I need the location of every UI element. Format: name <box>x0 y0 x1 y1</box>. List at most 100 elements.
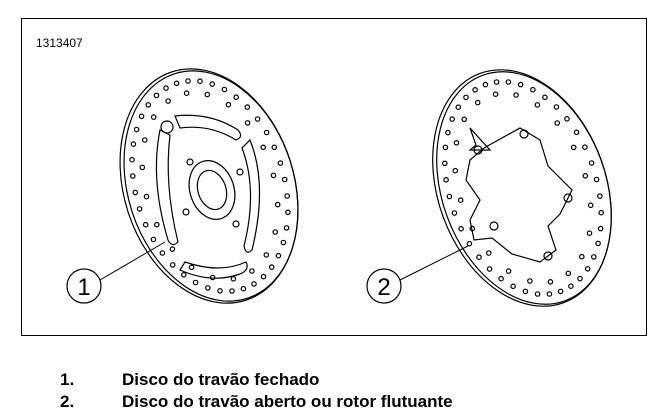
disc1-ventilation-holes <box>129 78 291 294</box>
vent-hole <box>209 81 216 87</box>
vent-hole <box>130 173 136 179</box>
vent-hole <box>557 288 564 295</box>
vent-hole <box>163 85 169 91</box>
vent-hole <box>229 288 235 294</box>
vent-hole <box>154 221 160 228</box>
vent-hole <box>461 116 468 123</box>
vent-hole <box>452 167 459 174</box>
vent-hole <box>442 144 449 151</box>
vent-hole <box>578 253 585 260</box>
vent-hole <box>505 79 512 85</box>
vent-hole <box>197 78 203 85</box>
vent-hole <box>263 129 270 136</box>
vent-hole <box>466 240 473 247</box>
vent-hole <box>150 236 157 243</box>
vent-hole <box>142 137 148 143</box>
vent-hole <box>510 283 516 290</box>
callout-2-circle <box>366 268 402 304</box>
vent-hole <box>534 102 541 108</box>
vent-hole <box>277 160 284 166</box>
vent-hole <box>204 91 211 98</box>
callout-1-label: 1 <box>77 274 90 301</box>
vent-hole <box>597 193 603 200</box>
legend-number: 2. <box>60 392 75 411</box>
vent-hole <box>165 98 171 104</box>
vent-hole <box>534 291 541 297</box>
vent-hole <box>586 230 593 237</box>
vent-hole <box>547 278 554 285</box>
vent-hole <box>275 252 282 259</box>
vent-hole <box>233 94 240 101</box>
vent-hole <box>221 86 228 93</box>
vent-hole <box>133 126 140 133</box>
vent-hole <box>280 239 287 246</box>
vent-hole <box>595 240 601 247</box>
vent-hole <box>272 229 279 235</box>
callout-2-label: 2 <box>377 274 390 301</box>
vent-hole <box>577 275 583 282</box>
vent-hole <box>205 285 211 291</box>
vent-hole <box>283 225 290 231</box>
vent-hole <box>573 129 580 136</box>
vent-hole <box>263 252 270 258</box>
vent-hole <box>443 177 449 183</box>
vent-hole <box>285 209 291 216</box>
vent-hole <box>153 92 160 99</box>
vent-hole <box>482 81 489 88</box>
vent-hole <box>441 160 448 167</box>
legend-item: 2. Disco do travão aberto ou rotor flutu… <box>0 392 668 418</box>
vent-hole <box>587 202 594 209</box>
vent-hole <box>244 120 251 126</box>
vent-hole <box>445 129 451 136</box>
vent-hole <box>546 291 553 297</box>
vent-hole <box>150 114 157 120</box>
vent-hole <box>458 226 464 232</box>
vent-hole <box>260 273 267 280</box>
vent-hole <box>185 78 191 84</box>
vent-hole <box>449 116 456 122</box>
vent-hole <box>271 144 278 151</box>
vent-hole <box>249 268 255 274</box>
vent-hole <box>268 264 275 270</box>
vent-hole <box>260 144 267 151</box>
vent-hole <box>159 250 166 256</box>
vent-hole <box>284 193 291 199</box>
vent-hole <box>565 270 572 277</box>
vent-hole <box>240 285 247 292</box>
vent-hole <box>474 99 481 106</box>
legend-text: Disco do travão aberto ou rotor flutuant… <box>122 392 453 411</box>
legend-text: Disco do travão fechado <box>122 370 320 389</box>
vent-hole <box>446 193 453 200</box>
vent-hole <box>143 193 150 200</box>
vent-hole <box>455 104 462 111</box>
vent-hole <box>598 209 605 216</box>
vent-hole <box>588 160 595 166</box>
legend-item: 1. Disco do travão fechado <box>0 370 668 396</box>
vent-hole <box>173 80 180 87</box>
vent-hole <box>513 92 519 98</box>
closed-brake-disc <box>119 68 299 304</box>
vent-hole <box>225 101 232 108</box>
floating-brake-rotor <box>432 69 612 307</box>
vent-hole <box>270 172 277 179</box>
vent-hole <box>274 201 281 208</box>
figure-frame <box>21 18 647 336</box>
vent-hole <box>188 264 195 271</box>
vent-hole <box>183 90 190 97</box>
vent-hole <box>590 254 597 260</box>
vent-hole <box>132 189 139 196</box>
vent-hole <box>281 176 288 183</box>
vent-hole <box>485 250 492 256</box>
vent-hole <box>142 221 149 228</box>
vent-hole <box>244 104 251 110</box>
vent-hole <box>582 173 589 179</box>
vent-hole <box>138 113 145 120</box>
callout-2-leader <box>399 245 469 281</box>
vent-hole <box>254 116 261 122</box>
vent-hole <box>453 140 460 146</box>
vent-hole <box>570 144 577 151</box>
vent-hole <box>463 94 469 101</box>
figure-id: 1313407 <box>36 36 83 50</box>
vent-hole <box>169 262 176 268</box>
